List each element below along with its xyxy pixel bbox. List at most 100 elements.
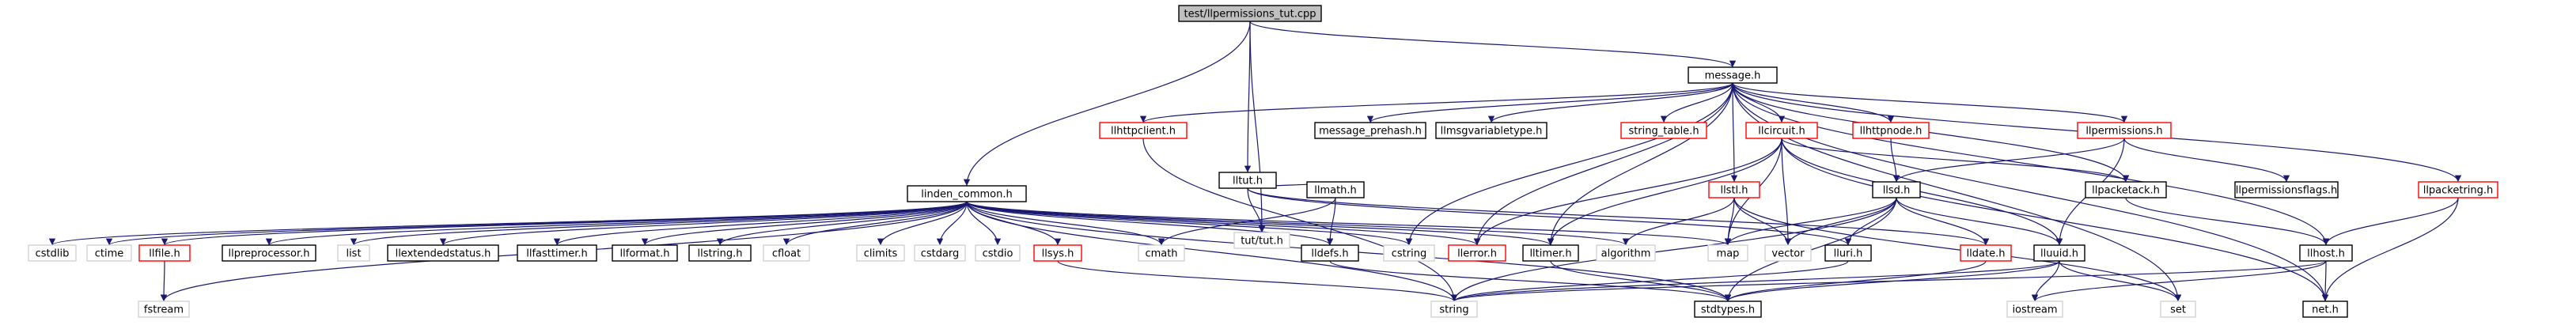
edge-linden_common_h-to-lltimer_h bbox=[966, 201, 1554, 246]
node-box bbox=[1824, 244, 1872, 262]
node-llerror-h[interactable]: llerror.h bbox=[1448, 244, 1506, 262]
node-box bbox=[914, 244, 966, 262]
edge-linden_common_h-to-llstring_h bbox=[716, 201, 968, 246]
node-box bbox=[1745, 122, 1818, 139]
node-lluri-h[interactable]: lluri.h bbox=[1824, 244, 1872, 262]
edges-layer bbox=[49, 21, 2462, 302]
edge-lltut_h-to-tut_tut_h bbox=[1247, 187, 1266, 233]
edge-llpacketack_h-to-llhost_h bbox=[2125, 197, 2330, 246]
edge-llsd_h-to-lluri_h bbox=[1844, 197, 1897, 246]
node-label: message.h bbox=[1705, 70, 1761, 82]
node-llstl-h[interactable]: llstl.h bbox=[1708, 181, 1760, 198]
node-llsd-h[interactable]: llsd.h bbox=[1872, 181, 1921, 198]
node-message-prehash-h[interactable]: message_prehash.h bbox=[1314, 122, 1426, 139]
edge-llsd_h-to-string bbox=[1450, 197, 1897, 302]
node-label: llpermissions.h bbox=[2085, 126, 2162, 138]
edge-llfile_h-to-fstream bbox=[160, 260, 168, 302]
node-llsys-h[interactable]: llsys.h bbox=[1033, 244, 1082, 262]
node-llhost-h[interactable]: llhost.h bbox=[2299, 244, 2353, 262]
node-llmsgvariabletype-h[interactable]: llmsgvariabletype.h bbox=[1435, 122, 1547, 139]
node-stdtypes-h[interactable]: stdtypes.h bbox=[1694, 300, 1762, 318]
node-box bbox=[28, 244, 77, 262]
edge-linden_common_h-to-cstdarg bbox=[936, 201, 968, 246]
node-llstring-h[interactable]: llstring.h bbox=[688, 244, 752, 262]
node-message-h[interactable]: message.h bbox=[1688, 66, 1778, 84]
node-llpacketack-h[interactable]: llpacketack.h bbox=[2085, 181, 2167, 198]
edge-llcircuit_h-to-llpacketack_h bbox=[1781, 138, 2130, 183]
node-llpermissionsflags-h[interactable]: llpermissionsflags.h bbox=[2234, 181, 2339, 198]
node-llhttpclient-h[interactable]: llhttpclient.h bbox=[1099, 122, 1188, 139]
node-llfile-h[interactable]: llfile.h bbox=[138, 244, 191, 262]
node-label: llcircuit.h bbox=[1758, 126, 1805, 138]
node-llpermissions-h[interactable]: llpermissions.h bbox=[2077, 122, 2172, 139]
edge-lltimer_h-to-stdtypes_h bbox=[1550, 260, 1732, 302]
node-algorithm: algorithm bbox=[1596, 244, 1656, 262]
edge-message_h-to-string_table_h bbox=[1660, 82, 1733, 123]
node-box bbox=[1596, 244, 1656, 262]
node-label: llpermissionsflags.h bbox=[2236, 185, 2338, 197]
node-label: cmath bbox=[1145, 248, 1177, 260]
node-lltimer-h[interactable]: lltimer.h bbox=[1522, 244, 1579, 262]
edge-lluri_h-to-string bbox=[1450, 260, 1849, 302]
node-lldate-h[interactable]: lldate.h bbox=[1960, 244, 2012, 262]
node-lldefs-h[interactable]: lldefs.h bbox=[1301, 244, 1359, 262]
edge-linden_common_h-to-ctime bbox=[106, 201, 968, 246]
node-lltut-h[interactable]: lltut.h bbox=[1218, 172, 1277, 189]
node-cmath: cmath bbox=[1138, 244, 1185, 262]
edge-linden_common_h-to-cstdio bbox=[966, 201, 1002, 246]
node-lluuid-h[interactable]: lluuid.h bbox=[2033, 244, 2085, 262]
node-box bbox=[1852, 122, 1930, 139]
node-llpacketring-h[interactable]: llpacketring.h bbox=[2418, 181, 2498, 198]
edge-llpacketring_h-to-llhost_h bbox=[2322, 197, 2459, 246]
node-llpreprocessor-h[interactable]: llpreprocessor.h bbox=[222, 244, 316, 262]
node-box bbox=[2299, 244, 2353, 262]
node-root[interactable]: test/llpermissions_tut.cpp bbox=[1178, 5, 1322, 22]
node-tut-tut-h: tut/tut.h bbox=[1233, 232, 1290, 249]
node-label: llfile.h bbox=[149, 248, 180, 260]
node-string: string bbox=[1430, 300, 1478, 318]
edge-llsys_h-to-string bbox=[1057, 260, 1458, 302]
node-box bbox=[1233, 232, 1290, 249]
node-box bbox=[1306, 181, 1365, 198]
edge-llcircuit_h-to-llerror_h bbox=[1473, 138, 1782, 246]
edge-root-to-linden_common_h bbox=[963, 21, 1251, 187]
node-llmath-h[interactable]: llmath.h bbox=[1306, 181, 1365, 198]
node-llcircuit-h[interactable]: llcircuit.h bbox=[1745, 122, 1818, 139]
node-box bbox=[1688, 66, 1778, 84]
edge-llcircuit_h-to-net_h bbox=[1781, 138, 2329, 302]
edge-root-to-tut_tut_h bbox=[1249, 21, 1266, 233]
node-box bbox=[2006, 300, 2063, 318]
node-box bbox=[1178, 5, 1322, 22]
node-box bbox=[856, 244, 905, 262]
node-net-h[interactable]: net.h bbox=[2302, 300, 2348, 318]
node-box bbox=[2033, 244, 2085, 262]
node-llhttpnode-h[interactable]: llhttpnode.h bbox=[1852, 122, 1930, 139]
edge-llstl_h-to-algorithm bbox=[1622, 197, 1735, 246]
node-box bbox=[86, 244, 132, 262]
node-string-table-h[interactable]: string_table.h bbox=[1620, 122, 1707, 139]
node-label: lldefs.h bbox=[1311, 248, 1348, 260]
node-box bbox=[1522, 244, 1579, 262]
node-llfasttimer-h[interactable]: llfasttimer.h bbox=[517, 244, 597, 262]
edge-linden_common_h-to-llfasttimer_h bbox=[553, 201, 968, 246]
edge-message_h-to-lltimer_h bbox=[1547, 82, 1733, 246]
node-label: llhost.h bbox=[2307, 248, 2345, 260]
node-label: llextendedstatus.h bbox=[396, 248, 491, 260]
node-llextendedstatus-h[interactable]: llextendedstatus.h bbox=[387, 244, 499, 262]
node-map: map bbox=[1707, 244, 1748, 262]
node-box bbox=[1872, 181, 1921, 198]
node-box bbox=[1707, 244, 1748, 262]
edge-message_h-to-llhttpnode_h bbox=[1732, 82, 1895, 123]
edge-linden_common_h-to-string bbox=[966, 201, 1458, 302]
edge-root-to-message_h bbox=[1249, 21, 1737, 68]
node-linden-common-h[interactable]: linden_common.h bbox=[907, 185, 1027, 202]
node-label: set bbox=[2170, 304, 2186, 316]
node-iostream: iostream bbox=[2006, 300, 2063, 318]
node-label: iostream bbox=[2012, 304, 2057, 316]
node-label: string bbox=[1439, 304, 1468, 316]
node-box bbox=[1708, 181, 1760, 198]
node-llformat-h[interactable]: llformat.h bbox=[612, 244, 678, 262]
node-label: message_prehash.h bbox=[1319, 126, 1422, 138]
node-label: cfloat bbox=[772, 248, 801, 260]
